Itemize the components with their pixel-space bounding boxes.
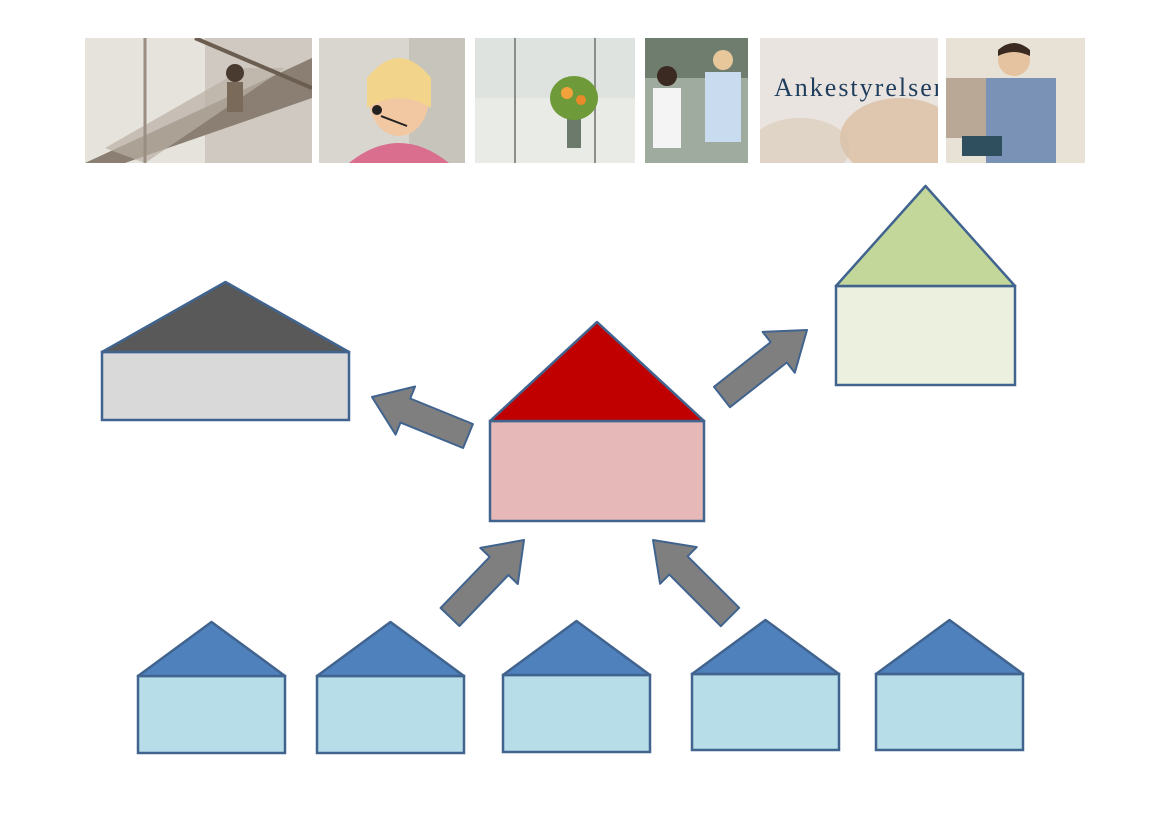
- house-body-center: [488, 419, 706, 523]
- photo-stairs: [85, 38, 312, 163]
- house-bottom-1: [136, 620, 287, 755]
- sign-text: Ankestyrelsen: [774, 73, 938, 102]
- house-roof-bottom-1: [136, 620, 287, 678]
- house-roof-left: [100, 280, 351, 354]
- photo-reader: [946, 38, 1085, 163]
- arrow-center-to-left: [371, 385, 474, 449]
- house-left: [100, 280, 351, 422]
- house-body-right: [834, 284, 1017, 387]
- photo-lobby: [475, 38, 635, 163]
- house-bottom-2: [315, 620, 466, 755]
- house-right: [834, 184, 1017, 387]
- photo-colleagues: [645, 38, 748, 163]
- house-body-bottom-2: [315, 674, 466, 755]
- house-body-bottom-1: [136, 674, 287, 755]
- house-body-bottom-4: [690, 672, 841, 752]
- arrow-bottom-to-center: [439, 539, 525, 627]
- arrow-center-to-right: [713, 329, 808, 409]
- house-bottom-5: [874, 618, 1025, 752]
- house-body-left: [100, 350, 351, 422]
- house-roof-center: [488, 320, 706, 423]
- house-roof-bottom-5: [874, 618, 1025, 676]
- house-bottom-3: [501, 619, 652, 754]
- house-roof-bottom-3: [501, 619, 652, 677]
- arrow-bottom-to-center: [652, 539, 741, 628]
- house-roof-bottom-2: [315, 620, 466, 678]
- house-bottom-4: [690, 618, 841, 752]
- house-center: [488, 320, 706, 523]
- house-body-bottom-3: [501, 673, 652, 754]
- photo-call-center: [319, 38, 465, 163]
- house-body-bottom-5: [874, 672, 1025, 752]
- photo-sign: Ankestyrelsen: [760, 38, 938, 163]
- house-roof-bottom-4: [690, 618, 841, 676]
- house-roof-right: [834, 184, 1017, 288]
